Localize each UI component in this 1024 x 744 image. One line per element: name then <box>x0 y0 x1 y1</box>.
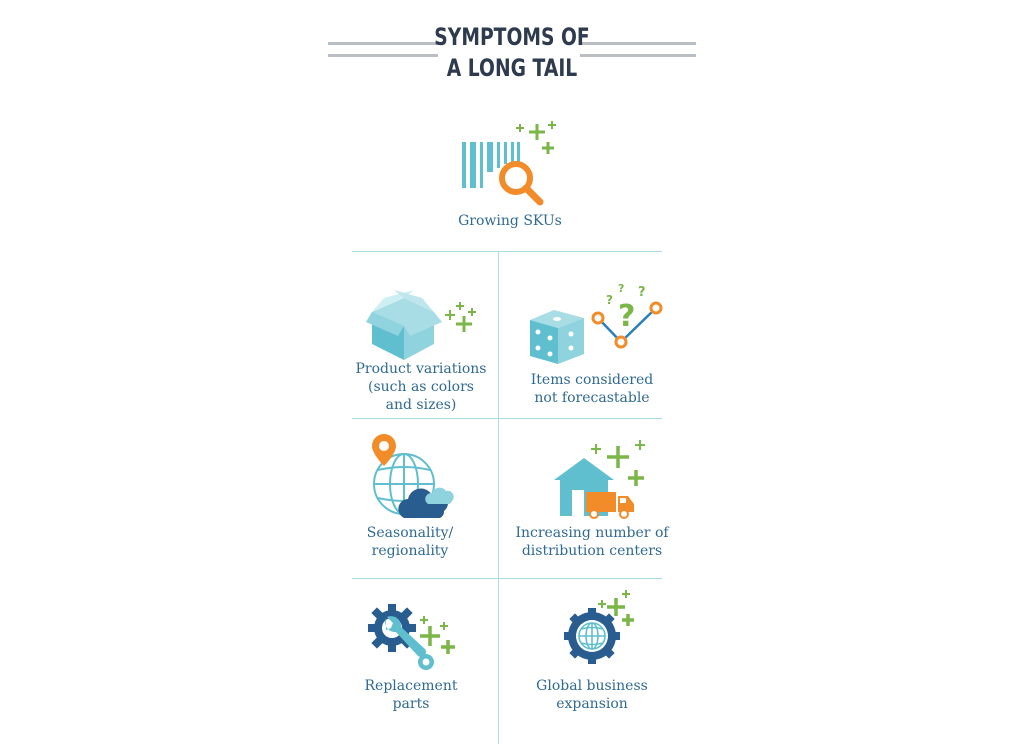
item-label-line: expansion <box>556 696 628 712</box>
item-label-line: Items considered <box>530 372 654 388</box>
open-box-icon <box>366 290 476 360</box>
item-label-not-forecastable: Items considered not forecastable <box>508 371 676 407</box>
svg-text:?: ? <box>618 282 624 295</box>
dice-question-icon: ? ? ? ? <box>530 282 663 364</box>
warehouse-truck-icon <box>554 440 645 519</box>
item-label-line: distribution centers <box>521 543 663 559</box>
item-label-line: Global business <box>536 678 648 694</box>
item-label-line: Product variations <box>355 361 487 377</box>
item-label-line: Increasing number of <box>515 525 669 541</box>
page-title-line-1: SYMPTOMS OF <box>434 23 590 51</box>
title-rule-right-bottom <box>580 54 696 57</box>
item-label-global-expansion: Global business expansion <box>506 677 678 713</box>
item-label-product-variations: Product variations (such as colors and s… <box>346 360 496 414</box>
item-label-distribution-centers: Increasing number of distribution center… <box>500 524 684 560</box>
item-label-replacement-parts: Replacement parts <box>350 677 472 713</box>
divider-middle-2 <box>352 578 662 579</box>
item-label-line: regionality <box>371 543 449 559</box>
item-label-growing-skus: Growing SKUs <box>458 213 562 229</box>
title-rule-left-top <box>328 42 438 45</box>
item-label-line: (such as colors <box>367 379 474 395</box>
svg-text:?: ? <box>638 285 646 300</box>
item-label-line: Seasonality/ <box>366 525 454 541</box>
item-label-line: Replacement <box>364 678 458 694</box>
divider-vertical <box>498 252 499 744</box>
divider-middle-1 <box>352 418 662 419</box>
divider-top <box>352 251 662 252</box>
title-rule-left-bottom <box>328 54 438 57</box>
title-rule-right-top <box>580 42 696 45</box>
page-title-line-2: A LONG TAIL <box>446 54 578 82</box>
svg-text:?: ? <box>618 299 635 334</box>
barcode-magnifier-icon <box>462 121 556 206</box>
gear-wrench-icon <box>368 604 455 670</box>
item-label-seasonality: Seasonality/ regionality <box>350 524 470 560</box>
item-label-line: parts <box>392 696 430 712</box>
header: SYMPTOMS OF A LONG TAIL <box>328 20 696 84</box>
item-label-line: not forecastable <box>534 390 650 406</box>
gear-globe-icon <box>564 590 634 664</box>
svg-text:?: ? <box>606 293 613 307</box>
item-label-line: and sizes) <box>385 397 457 413</box>
globe-pin-cloud-icon <box>372 434 454 518</box>
